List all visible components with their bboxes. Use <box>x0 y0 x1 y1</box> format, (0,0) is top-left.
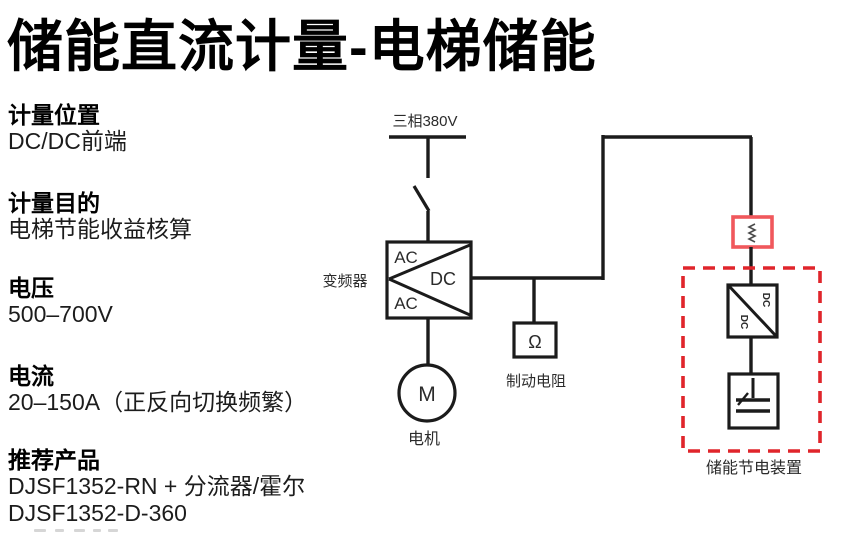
motor-symbol: M <box>418 383 436 406</box>
section-value: 电梯节能收益核算 <box>8 216 192 242</box>
inverter-diagonal-bottom <box>388 277 471 317</box>
section-value: DJSF1352-D-360 <box>8 500 187 526</box>
section-value: DC/DC前端 <box>8 128 127 154</box>
section-label: 电流 <box>8 363 54 389</box>
section-value: DJSF1352-RN + 分流器/霍尔 <box>8 473 306 499</box>
section-value: 20–150A（正反向切换频繁） <box>8 389 308 415</box>
section-metering-purpose: 计量目的 电梯节能收益核算 <box>8 190 353 243</box>
dcdc-diagonal <box>727 284 778 338</box>
storage-unit-label: 储能节电装置 <box>706 459 802 477</box>
section-metering-position: 计量位置 DC/DC前端 <box>8 102 353 155</box>
page-title: 储能直流计量-电梯储能 <box>7 15 597 78</box>
section-recommended-products: 推荐产品 DJSF1352-RN + 分流器/霍尔 DJSF1352-D-360 <box>8 447 353 527</box>
clipped-text-fragment <box>0 529 200 534</box>
section-label: 推荐产品 <box>8 447 100 473</box>
motor-label: 电机 <box>408 430 440 448</box>
storage-dashed-boundary <box>681 266 822 453</box>
inverter-ac-out-label: AC <box>394 294 418 313</box>
inverter-box <box>385 240 473 320</box>
inverter-label: 变频器 <box>322 273 367 290</box>
section-label: 电压 <box>8 275 54 301</box>
dcdc-label-bottom: DC <box>738 315 749 329</box>
inverter-diagonal-top <box>388 243 471 281</box>
section-voltage: 电压 500–700V <box>8 275 353 328</box>
shunt-zigzag-icon <box>747 223 757 243</box>
dcdc-label-top: DC <box>760 293 771 307</box>
inverter-ac-in-label: AC <box>394 248 418 267</box>
section-label: 计量目的 <box>8 190 100 216</box>
switch-blade-icon <box>412 185 431 212</box>
motor-circle <box>397 363 457 423</box>
inverter-dc-label: DC <box>430 269 456 289</box>
brake-resistor-symbol: Ω <box>528 332 541 352</box>
brake-resistor-label: 制动电阻 <box>506 373 566 390</box>
section-current: 电流 20–150A（正反向切换频繁） <box>8 363 353 416</box>
brake-resistor-box <box>512 321 558 359</box>
capacitor-slash <box>737 392 749 406</box>
section-value: 500–700V <box>8 301 113 327</box>
section-label: 计量位置 <box>8 102 100 128</box>
supply-label: 三相380V <box>392 113 457 130</box>
